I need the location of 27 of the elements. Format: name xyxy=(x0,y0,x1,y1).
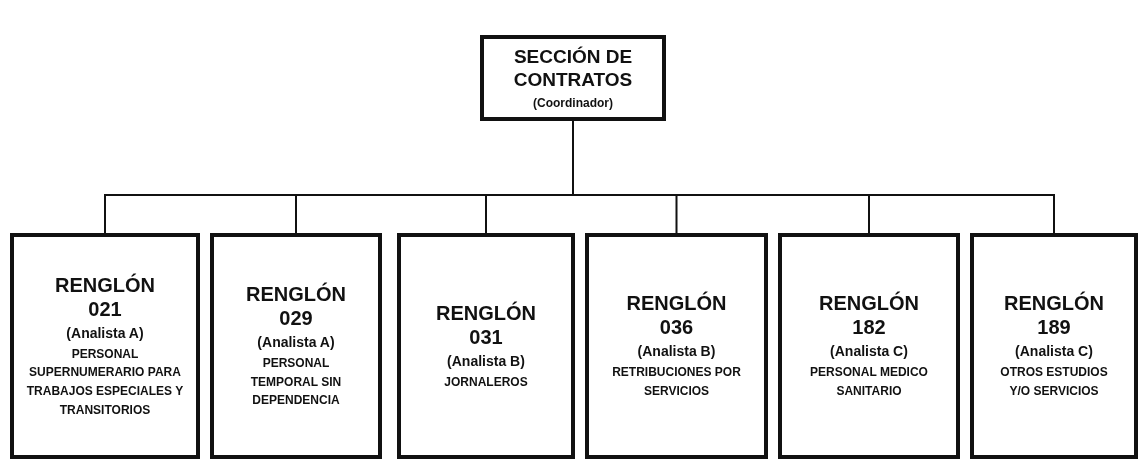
node-subtitle: (Analista A) xyxy=(66,324,144,341)
org-box xyxy=(10,233,200,459)
org-box xyxy=(210,233,382,459)
node-description: PERSONAL MEDICO SANITARIO xyxy=(809,364,929,400)
node-description: JORNALEROS xyxy=(443,373,529,391)
org-box xyxy=(397,233,575,459)
node-title: RENGLÓN 029 xyxy=(245,282,347,331)
node-description: OTROS ESTUDIOS Y/O SERVICIOS xyxy=(999,364,1109,400)
node-title: SECCIÓN DE CONTRATOS xyxy=(512,46,634,92)
node-title: RENGLÓN 189 xyxy=(1003,291,1105,340)
node-title: RENGLÓN 182 xyxy=(818,291,920,340)
node-subtitle: (Analista C) xyxy=(830,343,908,360)
node-description: PERSONAL TEMPORAL SIN DEPENDENCIA xyxy=(249,355,343,410)
node-subtitle: (Analista B) xyxy=(637,343,716,360)
node-description: RETRIBUCIONES POR SERVICIOS xyxy=(611,364,742,400)
node-title: RENGLÓN 031 xyxy=(435,300,537,349)
node-subtitle: (Analista A) xyxy=(257,334,335,351)
org-box xyxy=(585,233,768,459)
node-subtitle: (Analista B) xyxy=(447,352,525,369)
node-description: PERSONAL SUPERNUMERARIO PARA TRABAJOS ESPECIALES Y TRANSITORIOS xyxy=(25,345,185,419)
node-title: RENGLÓN 036 xyxy=(625,291,728,340)
node-title: RENGLÓN 021 xyxy=(54,272,156,321)
org-box xyxy=(970,233,1138,459)
node-subtitle: (Analista C) xyxy=(1015,343,1093,360)
node-subtitle: (Coordinador) xyxy=(533,95,613,110)
org-box xyxy=(778,233,960,459)
org-box xyxy=(480,35,666,121)
